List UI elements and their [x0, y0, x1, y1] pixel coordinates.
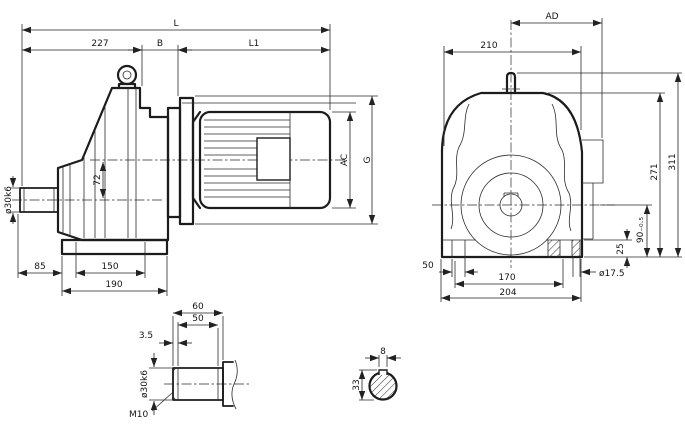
dim-label-50-offset: 50: [422, 261, 434, 271]
vent-plug: [502, 71, 520, 95]
dim-label-50-key: 50: [192, 314, 204, 324]
dim-label-72: 72: [93, 174, 103, 185]
output-bore-circles: [460, 154, 562, 256]
dim-label-170: 170: [498, 273, 515, 283]
side-view: L 227 B L1 ø30k6 72 AC G 85 150 190: [4, 19, 378, 296]
side-view-extension-lines: [10, 24, 378, 296]
dim-label-190: 190: [105, 280, 122, 290]
keyway-section-circle: [368, 371, 398, 401]
dim-label-271: 271: [650, 163, 660, 180]
bolt-hole-hatch: [548, 240, 560, 257]
dim-label-227: 227: [91, 39, 108, 49]
shaft-detail-extension-lines: [149, 316, 224, 401]
hub-section: [222, 359, 238, 410]
dim-label-60: 60: [192, 302, 204, 312]
keyway-notch-mask: [379, 369, 387, 375]
motor-body: [198, 110, 332, 210]
lifting-eye: [116, 64, 138, 90]
mounting-foot: [60, 238, 169, 256]
dim-label-150: 150: [101, 262, 118, 272]
base-plate: [442, 239, 582, 257]
keyway-dimension-lines: [358, 354, 401, 400]
dim-label-hole-diameter: ø17.5: [599, 269, 625, 279]
dim-label-85: 85: [34, 262, 45, 272]
front-view: AD 210 311 271 90₋₀.₅ 25 ø17.5 50 170 20…: [422, 12, 682, 302]
front-view-dimension-lines: [439, 19, 682, 302]
dim-label-L: L: [173, 19, 178, 29]
shaft-detail-dimension-lines: [150, 309, 223, 415]
motor-behind-outline: [582, 139, 604, 240]
dim-label-M10: M10: [129, 410, 148, 420]
dim-label-G: G: [363, 156, 373, 163]
front-view-extension-lines: [440, 18, 682, 302]
bolt-hole-hatch: [572, 240, 580, 257]
dim-label-90: 90₋₀.₅: [636, 216, 646, 243]
shaft-detail-body: [172, 367, 224, 401]
dim-label-210: 210: [480, 41, 497, 51]
keyway-notch: [378, 369, 388, 375]
motor-fins: [204, 112, 291, 208]
dim-label-L1: L1: [249, 39, 260, 49]
dim-label-311: 311: [668, 153, 678, 170]
dim-label-25: 25: [616, 243, 626, 254]
dim-label-shaft-detail-diameter: ø30k6: [140, 370, 150, 398]
terminal-box: [256, 137, 291, 181]
gear-housing: [56, 86, 170, 242]
dim-label-AC: AC: [340, 154, 350, 166]
dim-label-33: 33: [352, 379, 362, 390]
dim-label-3-5: 3.5: [139, 331, 153, 341]
dim-label-key-width: 8: [380, 347, 386, 357]
dim-label-AD: AD: [545, 12, 558, 22]
dim-label-204: 204: [499, 288, 516, 298]
keyway-section: 8 33: [352, 347, 401, 401]
dim-label-B: B: [157, 39, 163, 49]
motor-flange: [166, 96, 202, 226]
bell-housing: [440, 91, 584, 259]
thread-leader-line: [151, 392, 173, 412]
dim-label-shaft-diameter: ø30k6: [4, 186, 14, 214]
side-view-dimension-lines: [9, 26, 376, 295]
shaft-detail: 3.5 60 50 ø30k6 M10: [129, 302, 250, 420]
